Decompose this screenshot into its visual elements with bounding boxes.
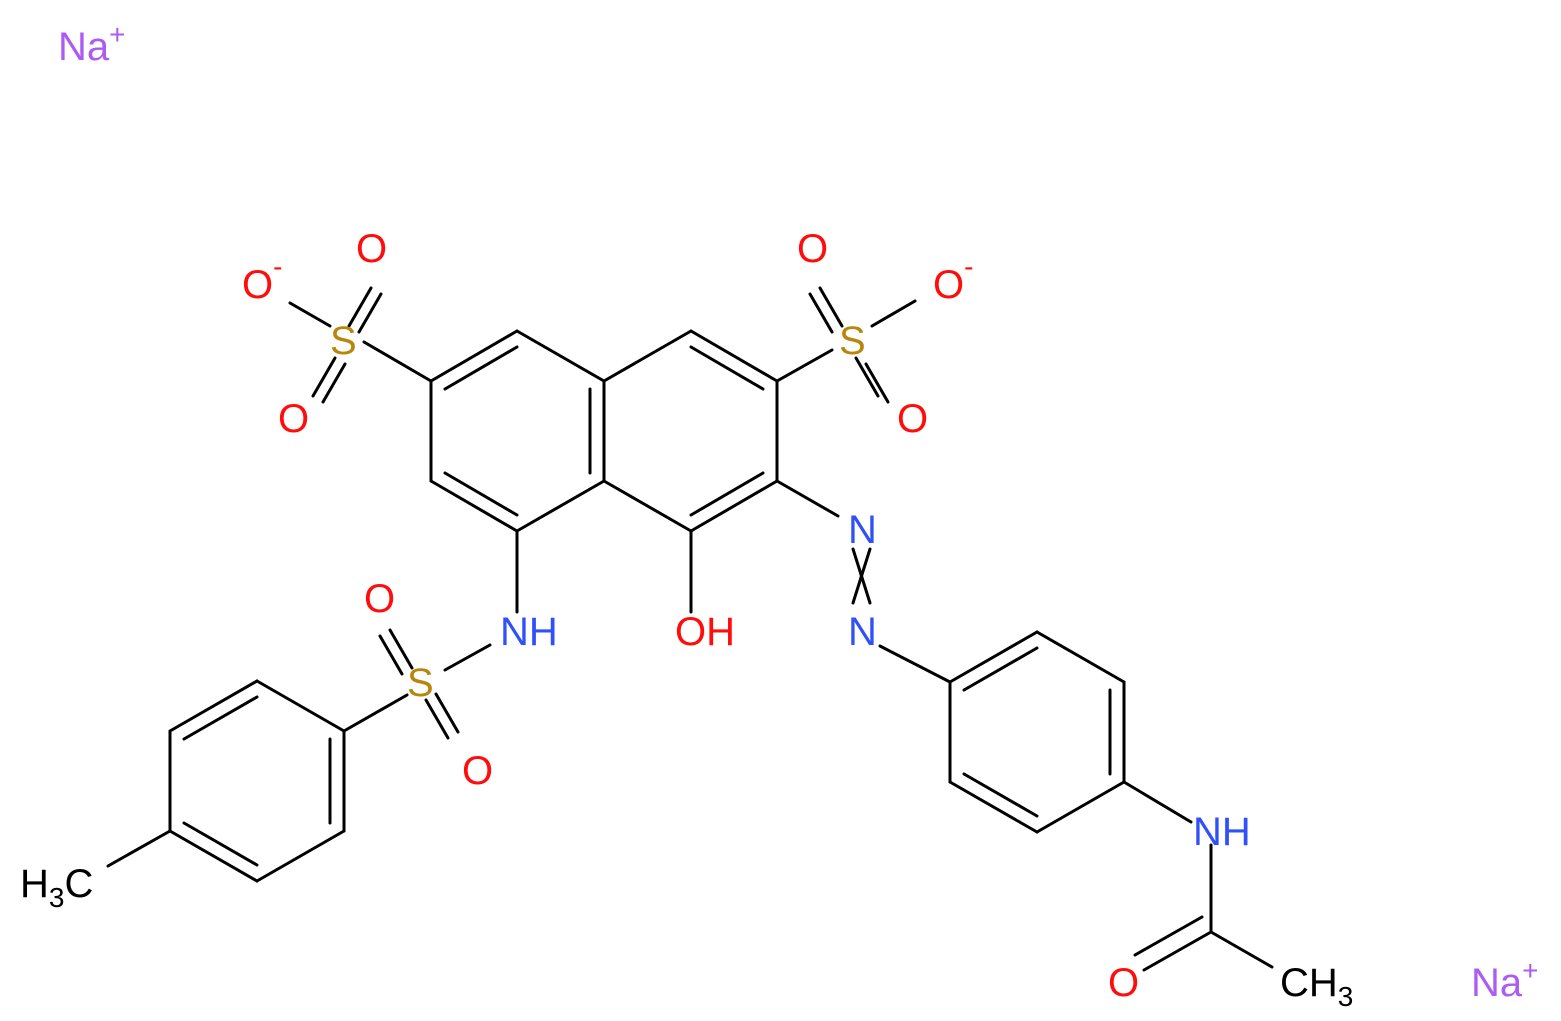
single-bond <box>255 679 346 733</box>
double-bond <box>321 362 347 404</box>
aromatic-bond <box>443 471 519 517</box>
sulfonamide-nh: NH <box>500 610 558 654</box>
single-bond <box>168 829 259 883</box>
sulfonyl-oxygen-left-top: O <box>356 227 387 271</box>
single-bond <box>602 329 693 383</box>
single-bond <box>288 301 332 328</box>
single-bond <box>948 780 1039 834</box>
sulfonyl-oxygen-tosyl-bottom: O <box>462 749 493 793</box>
double-bond <box>1133 915 1204 957</box>
tolyl-methyl: H3C <box>20 862 93 913</box>
sulfur-right: S <box>839 319 866 363</box>
bonds <box>106 286 1274 972</box>
single-bond <box>878 644 952 684</box>
azo-nitrogen-lower: N <box>848 610 877 654</box>
single-bond <box>515 329 606 383</box>
aromatic-bond <box>443 345 519 391</box>
single-bond <box>429 329 519 383</box>
aromatic-bond <box>689 479 779 533</box>
aromatic-bond <box>182 821 259 867</box>
sodium-ion-bottom-right: Na+ <box>1471 955 1539 1005</box>
single-bond <box>689 329 779 383</box>
single-bond <box>443 643 492 672</box>
single-bond <box>362 340 433 383</box>
double-bond <box>378 634 404 676</box>
hydroxyl-group: OH <box>675 610 735 654</box>
amide-carbonyl-oxygen: O <box>1108 961 1139 1005</box>
single-bond <box>948 630 1039 684</box>
double-bond <box>808 292 834 334</box>
sulfonyl-oxygen-right-top: O <box>797 227 828 271</box>
single-bond <box>515 479 606 533</box>
double-bond <box>357 292 383 334</box>
double-bond <box>854 356 880 398</box>
sulfur-left: S <box>330 319 357 363</box>
azo-nitrogen-upper: N <box>848 508 877 552</box>
single-bond <box>775 348 834 383</box>
single-bond <box>870 299 917 328</box>
sulfonate-oxygen-anion-right: O- <box>933 251 973 307</box>
aromatic-bond <box>689 345 765 391</box>
sulfonyl-oxygen-left-bottom: O <box>278 397 309 441</box>
single-bond <box>1209 930 1274 969</box>
single-bond <box>1122 780 1193 824</box>
acetyl-methyl: CH3 <box>1280 961 1353 1012</box>
single-bond <box>775 479 840 518</box>
sulfur-tosyl: S <box>407 661 434 705</box>
single-bond <box>342 693 409 733</box>
double-bond <box>347 286 373 328</box>
aromatic-bond <box>962 772 1039 818</box>
aromatic-bond <box>962 646 1039 692</box>
double-bond <box>311 356 337 398</box>
sulfonyl-oxygen-right-bottom: O <box>897 397 928 441</box>
sodium-ion-top-left: Na+ <box>58 19 126 69</box>
single-bond <box>255 829 346 883</box>
double-bond <box>434 692 460 734</box>
aromatic-bond <box>182 695 259 741</box>
single-bond <box>106 829 172 868</box>
single-bond <box>602 479 693 533</box>
double-bond <box>424 698 450 740</box>
single-bond <box>1035 780 1126 834</box>
single-bond <box>1035 630 1126 684</box>
single-bond <box>168 679 259 733</box>
double-bond <box>864 362 890 404</box>
double-bond <box>388 628 414 670</box>
amide-nh: NH <box>1193 810 1251 854</box>
aromatic-bond <box>689 471 765 517</box>
sulfonyl-oxygen-tosyl-top: O <box>364 577 395 621</box>
azo-bond <box>851 547 872 605</box>
double-bond <box>1142 930 1213 972</box>
double-bond <box>818 286 844 328</box>
atom-labels: Na+ Na+ O- S O O O- S O O N N OH NH S O … <box>20 19 1539 1012</box>
aromatic-bond <box>429 479 519 533</box>
sulfonate-oxygen-anion-left: O- <box>242 251 282 307</box>
